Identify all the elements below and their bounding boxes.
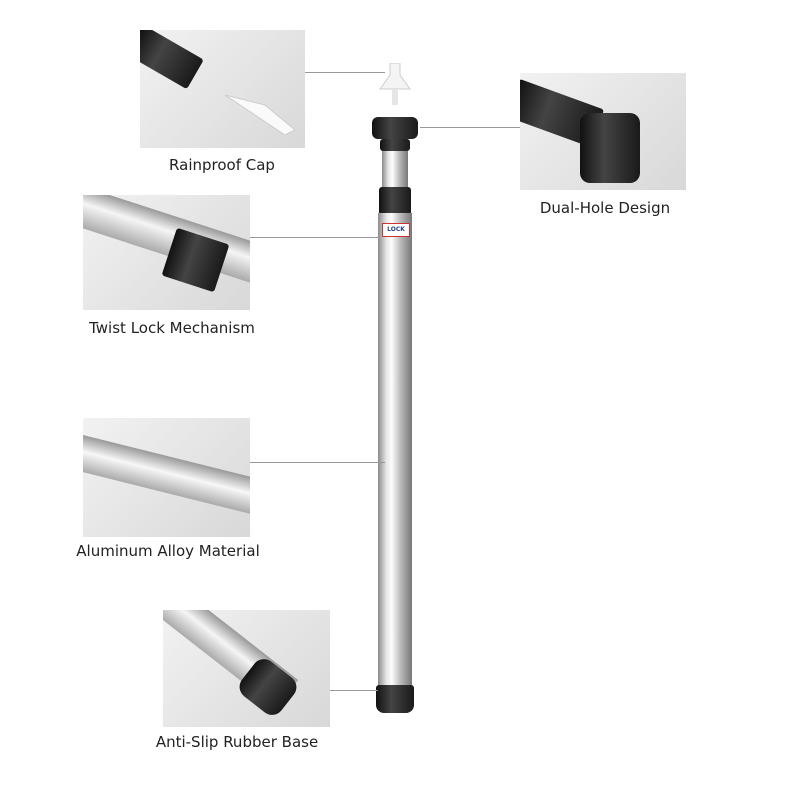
dual-hole-knob <box>372 117 418 139</box>
rubber-base <box>376 685 414 713</box>
feature-label: Dual-Hole Design <box>539 199 671 217</box>
cap-detail-icon <box>225 94 296 135</box>
lock-badge: LOCK <box>382 223 410 237</box>
connector-line <box>420 127 520 128</box>
knob-neck <box>380 139 410 151</box>
rubber-base-photo <box>163 610 330 727</box>
cap-knob-detail <box>140 30 204 90</box>
dual-hole-photo <box>520 73 686 190</box>
rainproof-cap-photo <box>140 30 305 148</box>
connector-line <box>305 72 385 73</box>
feature-label: Rainproof Cap <box>169 156 275 174</box>
twist-lock-photo <box>83 195 250 310</box>
connector-line <box>250 462 385 463</box>
feature-label: Aluminum Alloy Material <box>76 542 260 560</box>
twist-lock-collar <box>379 187 411 215</box>
connector-line <box>250 237 380 238</box>
feature-label: Anti-Slip Rubber Base <box>155 733 319 751</box>
dual-hole-detail <box>580 113 640 183</box>
aluminum-tube-photo <box>83 418 250 537</box>
aluminum-tube <box>378 213 412 689</box>
rainproof-cap-icon <box>379 63 411 105</box>
tube-detail <box>83 431 250 521</box>
connector-line <box>330 690 378 691</box>
feature-label: Twist Lock Mechanism <box>89 319 255 337</box>
tent-pole: LOCK <box>360 55 430 715</box>
